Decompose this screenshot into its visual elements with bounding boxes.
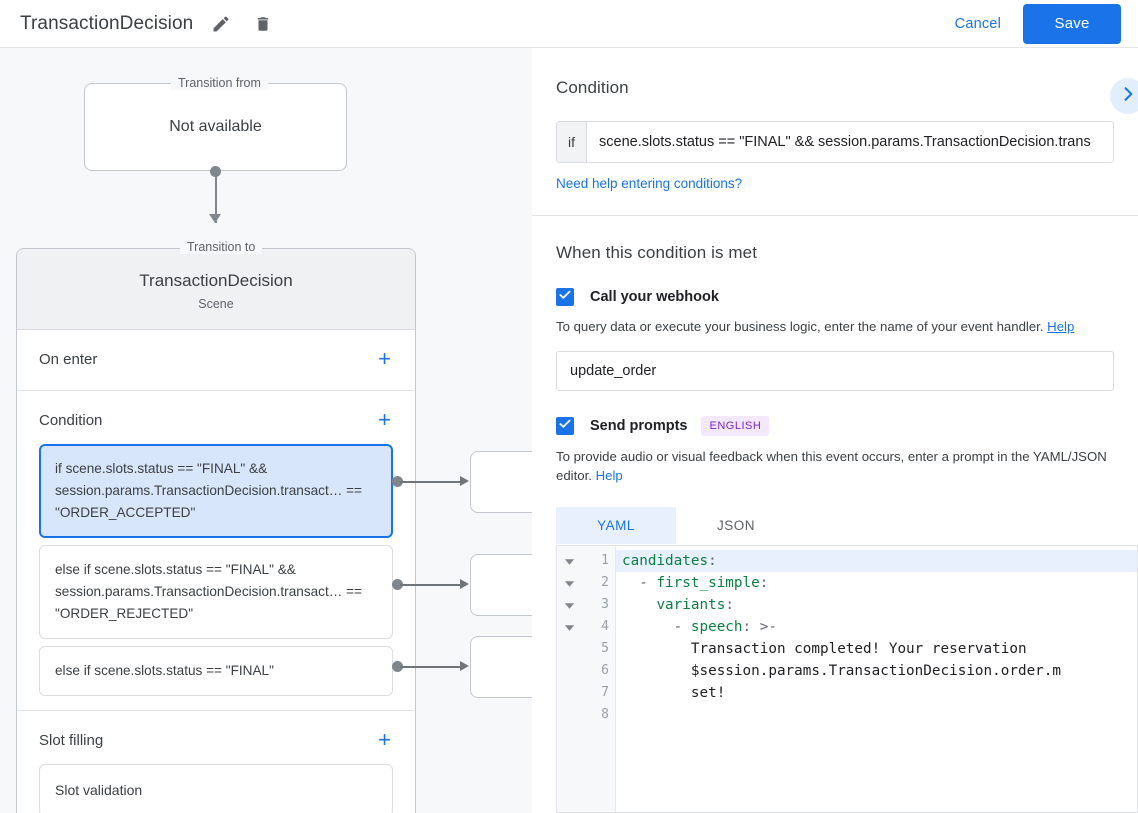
code-line: variants: [656, 597, 734, 613]
connector-dot-condition-1 [392, 476, 403, 487]
code-line [616, 704, 1137, 726]
cancel-button[interactable]: Cancel [943, 8, 1013, 40]
condition-input-row: if [556, 121, 1114, 163]
section-label-slot-filling: Slot filling [39, 731, 104, 749]
condition-list-item[interactable]: else if scene.slots.status == "FINAL" [39, 646, 393, 696]
send-prompts-checkbox[interactable] [556, 417, 574, 435]
webhook-help-link[interactable]: Help [1047, 319, 1075, 334]
webhook-hint: To query data or execute your business l… [556, 317, 1114, 336]
prompts-hint: To provide audio or visual feedback when… [556, 447, 1114, 485]
connector-line-2 [400, 584, 463, 586]
transition-to-legend: Transition to [180, 240, 263, 254]
connector-arrow-1 [460, 476, 469, 486]
connector-line-1 [400, 481, 463, 483]
call-webhook-row: Call your webhook [556, 288, 1114, 306]
condition-help-link[interactable]: Need help entering conditions? [556, 176, 743, 191]
transition-to-card: TransactionDecision Scene On enter + Con… [16, 248, 416, 813]
code-line: - speech: >- [673, 619, 777, 635]
fold-toggle-icon[interactable] [557, 616, 582, 638]
prompts-help-link[interactable]: Help [595, 468, 623, 483]
scene-type: Scene [198, 297, 234, 311]
connector-arrow-3 [460, 661, 469, 671]
line-number: 7 [601, 685, 609, 700]
editor-fold-column [557, 546, 582, 812]
editor-code-area[interactable]: candidates: - first_simple: variants: - … [616, 546, 1137, 812]
code-line: set! [690, 685, 726, 701]
event-handler-input[interactable] [556, 351, 1114, 391]
scene-card-header[interactable]: TransactionDecision Scene [17, 249, 415, 330]
section-label-on-enter: On enter [39, 350, 98, 368]
fold-toggle-icon[interactable] [557, 550, 582, 572]
line-number: 5 [601, 641, 609, 656]
prompts-hint-text: To provide audio or visual feedback when… [556, 449, 1107, 483]
code-line: candidates: [616, 550, 1137, 572]
condition-expression-input[interactable] [587, 122, 1113, 162]
send-prompts-label: Send prompts [590, 418, 688, 434]
page-title: TransactionDecision [20, 12, 194, 34]
language-badge: ENGLISH [701, 416, 770, 436]
editor-line-numbers: 1 2 3 4 5 6 7 8 [582, 546, 616, 812]
trash-icon [254, 14, 272, 34]
when-condition-met-heading: When this condition is met [556, 243, 758, 262]
fold-toggle-icon[interactable] [557, 572, 582, 594]
line-number: 3 [601, 597, 609, 612]
pencil-icon [211, 14, 231, 34]
line-number: 2 [601, 575, 609, 590]
add-on-enter-button[interactable]: + [378, 346, 391, 371]
add-condition-button[interactable]: + [378, 407, 391, 432]
if-prefix-label: if [557, 122, 587, 162]
line-number: 8 [601, 707, 609, 722]
condition-section: Condition if Need help entering conditio… [532, 48, 1138, 215]
line-number: 6 [601, 663, 609, 678]
panel-divider [532, 215, 1138, 216]
scene-name: TransactionDecision [139, 271, 293, 290]
condition-list-item[interactable]: if scene.slots.status == "FINAL" && sess… [39, 444, 393, 538]
edit-name-button[interactable] [207, 10, 235, 38]
connector-line-vertical [215, 171, 217, 223]
when-condition-met-section: When this condition is met Call your web… [532, 216, 1138, 544]
connector-arrow-2 [460, 579, 469, 589]
line-number: 4 [601, 619, 609, 634]
transition-from-legend: Transition from [171, 76, 268, 90]
condition-section-title: Condition [556, 78, 629, 97]
section-on-enter: On enter + [17, 330, 415, 391]
line-number: 1 [601, 553, 609, 568]
target-card-3[interactable] [470, 636, 532, 698]
transition-from-title: Not available [169, 118, 262, 135]
delete-button[interactable] [249, 10, 277, 38]
connector-line-3 [400, 666, 463, 668]
code-line: - first_simple: [639, 575, 769, 591]
code-line: Transaction completed! Your reservation [690, 641, 1027, 657]
chevron-right-icon [1118, 84, 1138, 109]
connector-arrow-down [209, 214, 221, 223]
slot-validation-item[interactable]: Slot validation [39, 764, 393, 813]
top-bar: TransactionDecision Cancel Save [0, 0, 1138, 48]
connector-dot-condition-2 [392, 579, 403, 590]
target-card-1[interactable] [470, 451, 532, 513]
call-webhook-checkbox[interactable] [556, 288, 574, 306]
section-condition: Condition + if scene.slots.status == "FI… [17, 391, 415, 711]
fold-toggle-icon[interactable] [557, 594, 582, 616]
add-slot-filling-button[interactable]: + [378, 727, 391, 752]
checkmark-icon [558, 417, 572, 436]
call-webhook-label: Call your webhook [590, 289, 719, 305]
transition-from-card[interactable]: Transition from Not available [84, 76, 347, 171]
editor-format-tabs: YAML JSON [556, 507, 1114, 544]
condition-list-item[interactable]: else if scene.slots.status == "FINAL" &&… [39, 545, 393, 639]
section-slot-filling: Slot filling + Slot validation [17, 711, 415, 813]
send-prompts-row: Send prompts ENGLISH [556, 416, 1114, 436]
save-button[interactable]: Save [1023, 3, 1121, 44]
tab-json[interactable]: JSON [716, 518, 755, 533]
webhook-hint-text: To query data or execute your business l… [556, 319, 1044, 334]
scene-graph-canvas: Transition from Not available Transactio… [0, 48, 532, 813]
connector-dot-condition-3 [392, 661, 403, 672]
collapse-panel-button[interactable] [1110, 78, 1138, 114]
checkmark-icon [558, 288, 572, 307]
section-label-condition: Condition [39, 411, 103, 429]
tab-yaml[interactable]: YAML [556, 507, 676, 544]
yaml-editor[interactable]: 1 2 3 4 5 6 7 8 candidates: - first_simp… [556, 545, 1138, 813]
target-card-2[interactable] [470, 554, 532, 616]
code-line: $session.params.TransactionDecision.orde… [690, 663, 1061, 679]
